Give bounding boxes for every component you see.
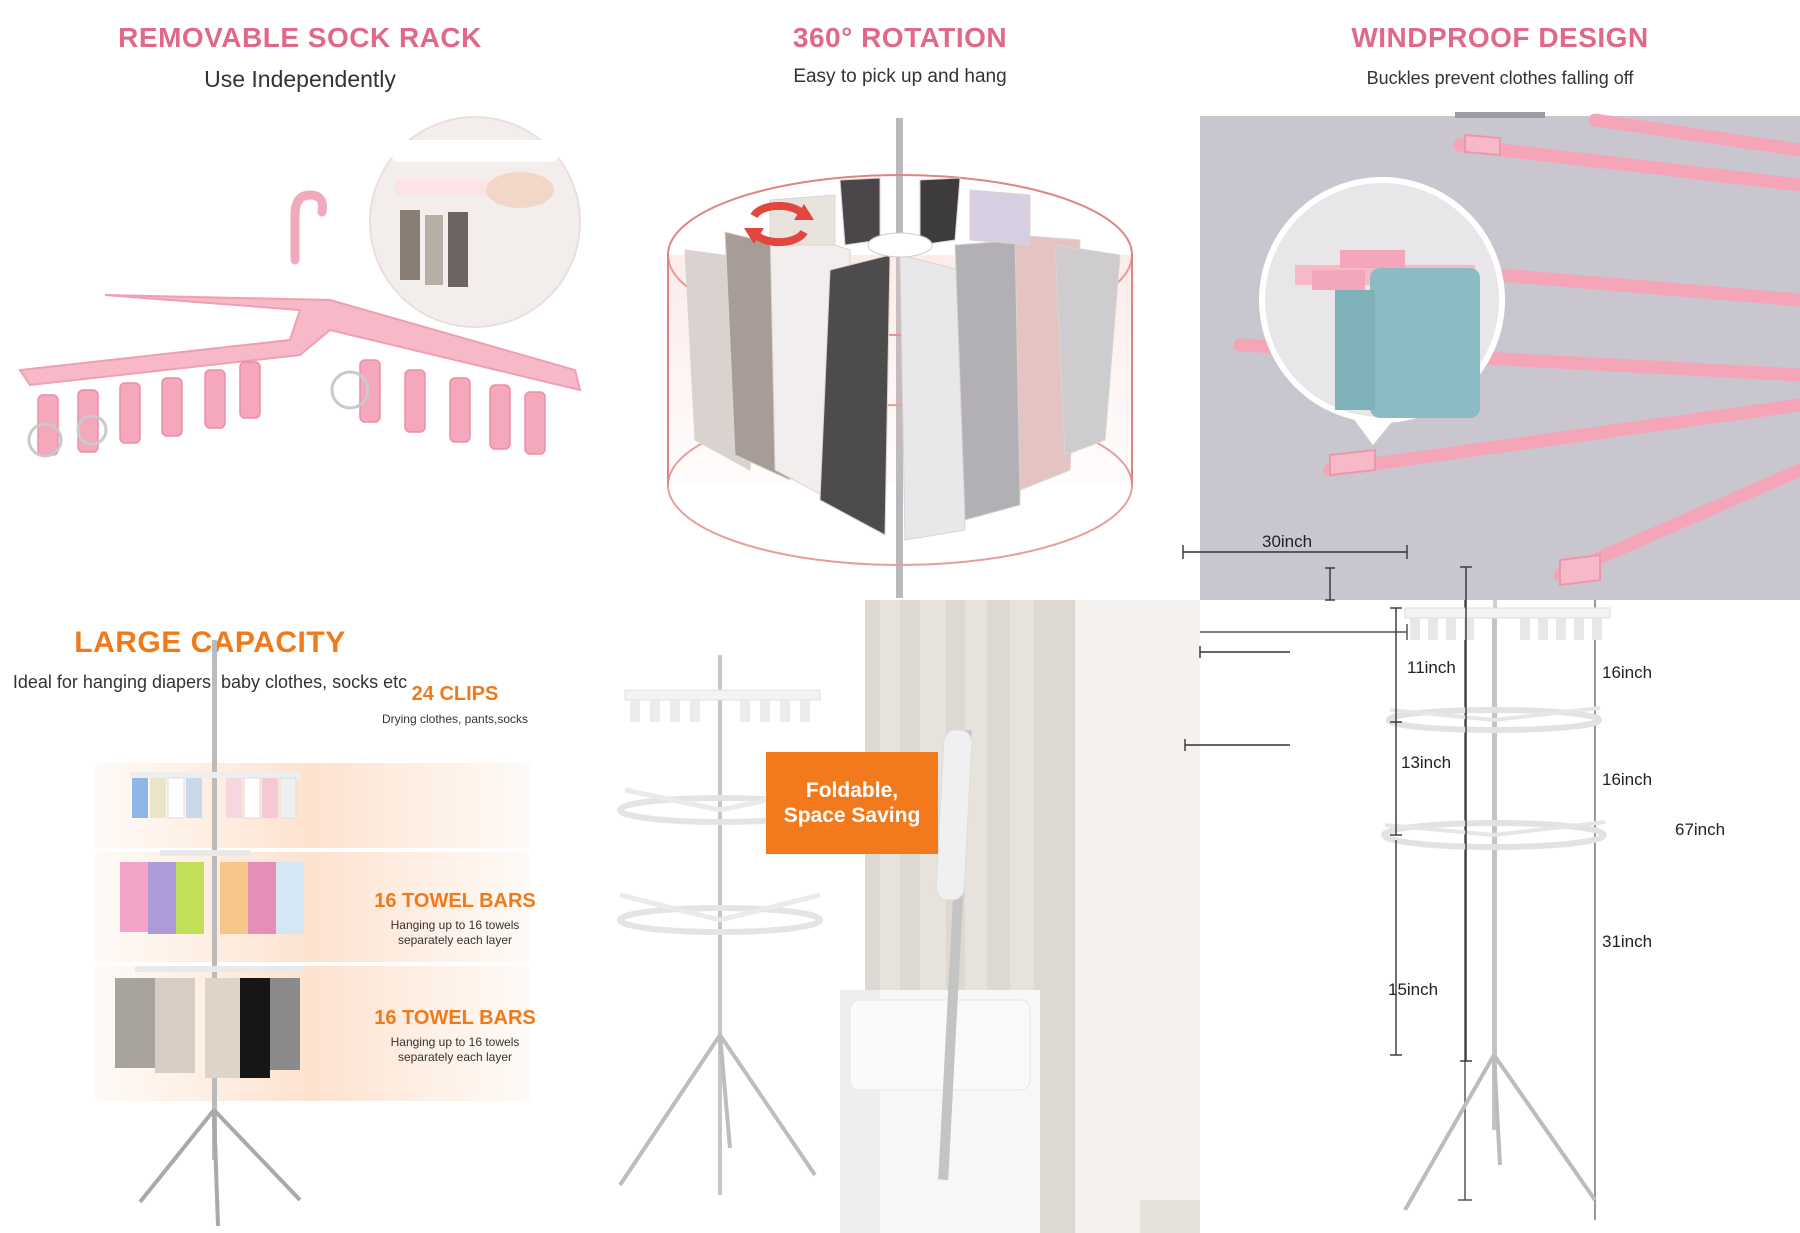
dim-total: 67inch — [1675, 820, 1726, 839]
panel-subtitle: Ideal for hanging diapers, baby clothes,… — [12, 672, 408, 692]
panel-title: WINDPROOF DESIGN — [1351, 22, 1649, 53]
dim-tier2: 16inch — [1602, 770, 1653, 789]
dim-clip-arm: 11inch — [1407, 658, 1456, 677]
panel-capacity: LARGE CAPACITY Ideal for hanging diapers… — [0, 600, 600, 1233]
tier-towel-bars-1: 16 TOWEL BARS Hanging up to 16 towels se… — [330, 890, 580, 948]
tier-heading: 16 TOWEL BARS — [374, 1007, 536, 1029]
tier-towel-bars-2: 16 TOWEL BARS Hanging up to 16 towels se… — [330, 1007, 580, 1065]
dim-bar-arm: 13inch — [1401, 753, 1452, 772]
capacity-illustration — [95, 640, 530, 1227]
panel-rotation: 360° ROTATION Easy to pick up and hang — [600, 0, 1200, 600]
badge-text: Foldable, Space Saving — [783, 778, 921, 827]
panel-title: 360° ROTATION — [792, 22, 1008, 53]
tier-clips: 24 CLIPS Drying clothes, pants,socks — [330, 683, 580, 726]
panel-windproof: WINDPROOF DESIGN Buckles prevent clothes… — [1200, 0, 1800, 600]
panel-title: LARGE CAPACITY — [74, 626, 346, 659]
tier-heading: 24 CLIPS — [411, 683, 499, 705]
rotation-illustration — [667, 118, 1133, 598]
tier-heading: 16 TOWEL BARS — [374, 890, 536, 912]
tier-desc: Drying clothes, pants,socks — [381, 712, 529, 726]
panel-dimensions: 4inch 11inch 16inch 13inch 16inch 67inch… — [1200, 600, 1800, 1233]
dimensions-illustration — [1200, 600, 1596, 1220]
panel-subtitle: Use Independently — [204, 66, 396, 92]
panel-foldable: Foldable, Space Saving — [600, 600, 1200, 1233]
foldable-badge: Foldable, Space Saving — [766, 752, 938, 854]
tier-desc: Hanging up to 16 towels separately each … — [390, 1035, 520, 1064]
dim-guides-final — [1200, 600, 1800, 1233]
panel-title: REMOVABLE SOCK RACK — [118, 22, 482, 53]
dim-leg-height: 31inch — [1602, 932, 1653, 951]
dim-leg: 15inch — [1388, 980, 1439, 999]
windproof-illustration — [1200, 112, 1800, 600]
sock-rack-illustration — [18, 116, 582, 458]
dimension-rack-drawing — [1381, 600, 1611, 1211]
foldable-illustration — [617, 600, 1200, 1233]
panel-subtitle: Buckles prevent clothes falling off — [1366, 68, 1634, 88]
dim-tier1: 16inch — [1602, 663, 1653, 682]
tier-desc: Hanging up to 16 towels separately each … — [390, 918, 520, 947]
rotate-arrows-icon — [742, 186, 816, 260]
panel-sock-rack: REMOVABLE SOCK RACK Use Independently — [0, 0, 600, 600]
panel-subtitle: Easy to pick up and hang — [793, 66, 1007, 87]
dim-width: 30inch — [1262, 532, 1313, 551]
